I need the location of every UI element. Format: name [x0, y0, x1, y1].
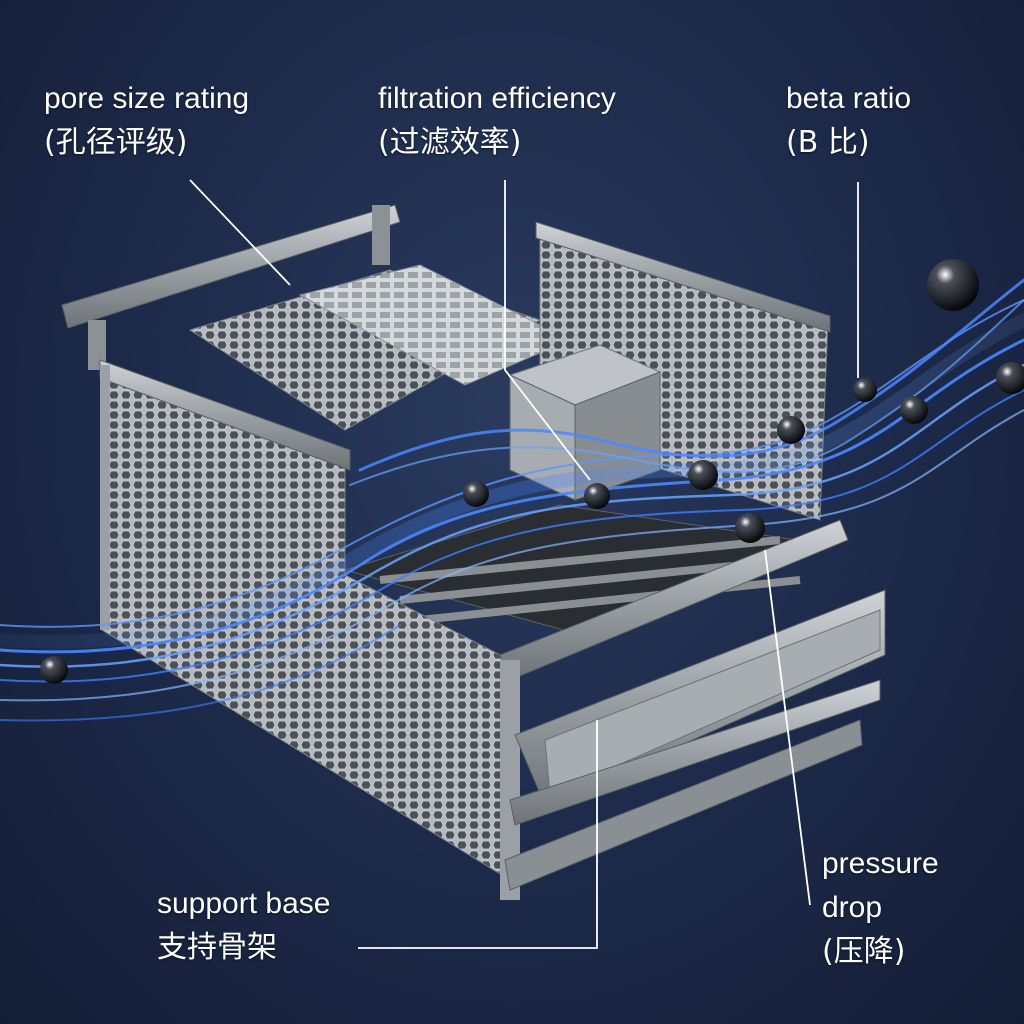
particle: [900, 396, 928, 424]
left-mesh-wall: [99, 359, 511, 881]
label-beta-en: beta ratio: [786, 82, 912, 115]
front-frame: [499, 519, 886, 900]
label-pore-size-zh: (孔径评级): [44, 125, 188, 160]
label-beta-zh: (Β 比): [786, 125, 870, 160]
particle: [927, 259, 979, 311]
label-pressure-en-2: drop: [822, 891, 883, 924]
label-pore-size-en: pore size rating: [44, 82, 250, 115]
particle: [584, 483, 610, 509]
particle: [996, 362, 1024, 394]
particles: [40, 259, 1024, 684]
label-support-en: support base: [157, 887, 331, 920]
particle: [463, 481, 489, 507]
label-support-base: support base 支持骨架: [157, 882, 330, 970]
particle: [777, 416, 805, 444]
label-beta-ratio: beta ratio (Β 比): [786, 77, 911, 165]
label-filtration-zh: (过滤效率): [378, 125, 522, 160]
particle: [735, 513, 765, 543]
particle: [688, 460, 718, 490]
leader-lines: [189, 179, 859, 949]
label-pore-size: pore size rating (孔径评级): [44, 77, 249, 165]
leader-pore-size: [189, 179, 291, 286]
leader-support: [358, 720, 598, 949]
fluid-flow-streams: [0, 278, 1024, 722]
top-handle: [61, 204, 401, 370]
label-pressure-en-1: pressure: [822, 847, 939, 880]
label-support-zh: 支持骨架: [157, 930, 277, 965]
particle: [40, 656, 68, 684]
label-pressure-zh: (压降): [822, 934, 906, 969]
label-pressure-drop: pressure drop (压降): [822, 842, 939, 974]
leader-filtration: [504, 180, 591, 481]
label-filtration-en: filtration efficiency: [378, 82, 616, 115]
leader-pressure: [764, 549, 811, 906]
particle: [853, 378, 877, 402]
label-filtration-efficiency: filtration efficiency (过滤效率): [378, 77, 616, 165]
